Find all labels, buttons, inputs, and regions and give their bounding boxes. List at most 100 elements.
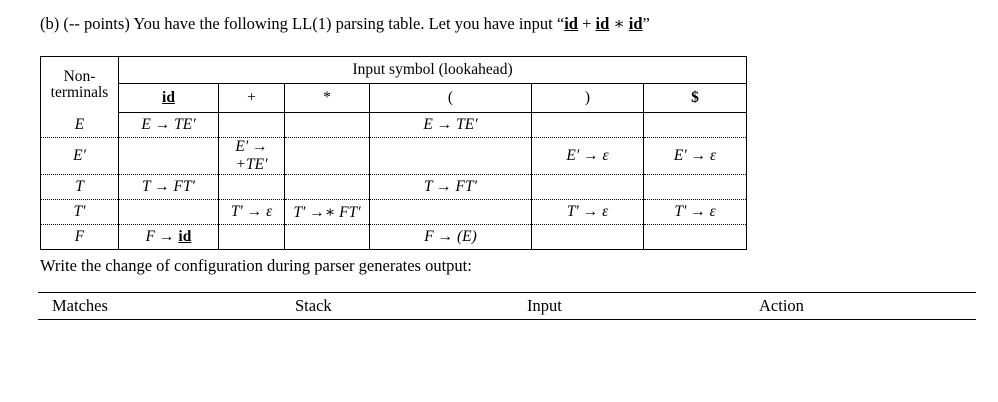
config-column-header-action: Action [745,292,976,320]
production-cell [369,137,532,175]
ll1-parsing-table-container: Non- terminals Input symbol (lookahead) … [40,56,748,250]
production-rhs: TE′ [174,116,196,133]
prompt-suffix-text: ” [642,14,650,33]
input-token-id-1: id [564,14,578,33]
production-cell: E → TE′ [118,112,219,138]
production-rhs: FT′ [455,178,478,195]
ll1-parsing-table: Non- terminals Input symbol (lookahead) … [40,56,748,250]
production-lhs: T′ [230,203,243,220]
production-lhs: T′ [293,203,306,221]
question-prompt: (b) (-- points) You have the following L… [40,14,650,34]
production-cell [642,174,747,200]
production-lhs: E′ [673,147,687,164]
input-token-id-3: id [628,14,643,33]
production-cell: F → id [118,224,219,250]
production-rhs: id [178,228,192,245]
production-arrow: → [432,178,456,195]
prompt-prefix-text: (b) (-- points) You have the following L… [40,14,565,33]
production-arrow: → [432,116,457,133]
production-cell [284,137,370,175]
production-cell [118,137,219,175]
production-cell: E′ → ε [531,137,644,175]
production-cell: T → FT′ [369,174,532,200]
production-cell [284,112,370,138]
production-cell [531,112,644,138]
production-cell: T′ → ε [531,199,644,225]
production-cell [642,112,747,138]
nonterminals-corner-header: Non- terminals [40,56,119,113]
config-column-header-stack: Stack [281,292,513,320]
production-lhs: T′ [566,203,579,220]
column-header-id: id [118,83,219,113]
nonterminal-cell: T′ [40,199,119,225]
production-cell [531,174,644,200]
production-rhs: +TE′ [235,156,268,173]
production-rhs: FT′ [173,178,196,195]
input-token-id-2: id [595,14,610,33]
production-lhs: E [423,116,433,133]
column-header-dollar-label: $ [691,89,699,106]
production-rhs: ε [266,203,273,220]
production-cell: E′ → +TE′ [218,137,285,175]
column-header-plus: + [218,83,285,113]
production-lhs: E [141,116,151,133]
production-cell: T → FT′ [118,174,219,200]
production-cell: E′ → ε [642,137,747,175]
production-lhs: F [145,228,156,245]
production-cell [642,224,747,250]
production-arrow: → [155,228,179,245]
production-cell [218,224,285,250]
production-lhs: F [424,228,434,245]
production-cell: T′ →∗ FT′ [284,199,370,225]
production-cell [218,112,285,138]
prompt-star-operator: ∗ [609,14,629,33]
production-rhs: ε [709,203,716,220]
production-cell: T′ → ε [642,199,747,225]
production-cell: T′ → ε [218,199,285,225]
production-lhs: T′ [674,203,687,220]
production-arrow: → [305,203,325,221]
production-cell [531,224,644,250]
table-symbol-header-row: id + * ( ) $ [41,83,747,113]
prompt-plus-operator: + [577,14,596,33]
production-cell [284,224,370,250]
configuration-header-row: Matches Stack Input Action [38,292,976,320]
production-arrow: → [433,228,457,245]
production-arrow: → [248,138,268,155]
production-arrow: → [579,147,603,164]
column-header-id-label: id [162,89,175,106]
production-cell: F → (E) [369,224,532,250]
nonterminals-header-line2: terminals [50,83,109,101]
nonterminal-cell: E [40,112,119,138]
production-rhs: ε [710,147,717,164]
production-lhs: T [141,178,151,195]
input-symbol-group-header: Input symbol (lookahead) [117,56,747,84]
nonterminals-header-line1: Non- [63,67,96,85]
production-cell: E → TE′ [369,112,532,138]
configuration-table-container: Matches Stack Input Action [38,292,976,320]
production-lhs: E′ [235,138,249,155]
config-column-header-input: Input [513,292,745,320]
instruction-text: Write the change of configuration during… [40,256,472,275]
production-cell [369,199,532,225]
production-rhs: ∗ FT′ [324,203,361,221]
production-lhs: E′ [566,147,580,164]
configuration-table: Matches Stack Input Action [38,292,976,320]
production-arrow: → [578,203,603,220]
production-rhs: (E) [456,228,477,245]
column-header-dollar: $ [642,83,747,113]
table-header-group-row: Non- terminals Input symbol (lookahead) [40,56,747,113]
production-arrow: → [686,203,710,220]
nonterminal-cell: E′ [40,137,119,175]
production-arrow: → [150,178,174,195]
production-cell [284,174,370,200]
production-rhs: ε [602,147,609,164]
column-header-star: * [284,83,370,113]
production-lhs: T [423,178,433,195]
nonterminal-cell: T [40,174,119,200]
